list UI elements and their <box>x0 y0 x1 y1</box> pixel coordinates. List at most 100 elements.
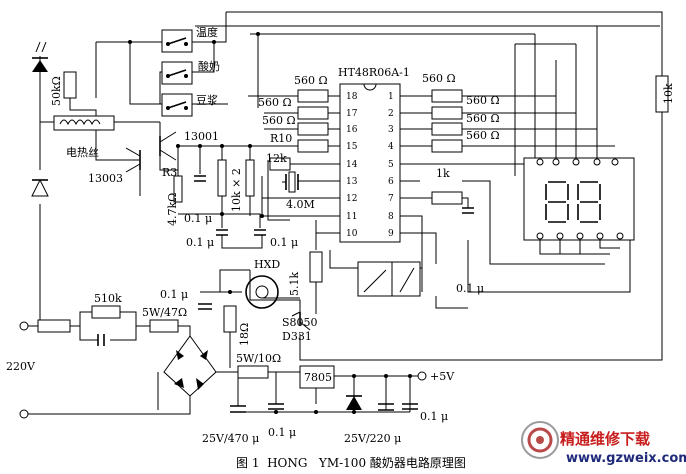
resistor-560-r4 <box>431 139 463 153</box>
label-crystal: 4.0M <box>286 198 315 211</box>
label-12k: 12k <box>266 152 287 165</box>
transistor-13001 <box>159 131 177 161</box>
capacitor-470 <box>230 405 246 413</box>
label-5-1k: 5.1k <box>288 272 301 296</box>
label-13003: 13003 <box>88 172 123 185</box>
label-s8050: S8050 <box>282 316 318 329</box>
label-c01-relay: 0.1 μ <box>456 282 484 295</box>
label-560-r1: 560 Ω <box>422 72 456 85</box>
capacitor-01-b <box>216 229 228 236</box>
resistor-560-b <box>297 122 329 136</box>
label-10k-x2: 10k × 2 <box>230 168 243 212</box>
svg-text:1: 1 <box>388 92 394 102</box>
label-c01-motor: 0.1 μ <box>160 288 188 301</box>
label-r3: R3 <box>162 166 177 179</box>
svg-text:2: 2 <box>388 109 394 119</box>
svg-text:6: 6 <box>388 177 394 187</box>
junction-dots <box>128 32 412 414</box>
svg-text:3: 3 <box>388 125 394 135</box>
svg-text:10: 10 <box>346 229 358 239</box>
relay <box>357 261 421 297</box>
mains-terminal-top <box>19 321 29 331</box>
label-220v: 220V <box>6 360 36 373</box>
svg-text:13: 13 <box>346 177 358 187</box>
resistor-510k <box>91 305 121 319</box>
label-c01-c: 0.1 μ <box>270 236 298 249</box>
resistor-560-r3 <box>431 122 463 136</box>
resistor-10k-right <box>655 75 669 113</box>
led-indicator <box>32 41 48 72</box>
svg-text:12: 12 <box>346 194 357 204</box>
resistor-5w47 <box>149 319 179 333</box>
regulator-7805 <box>299 365 335 389</box>
resistor-560-r2 <box>431 106 463 120</box>
zener-diode <box>346 396 362 410</box>
heater-element <box>53 115 115 131</box>
capacitor-01-a <box>194 175 206 182</box>
label-50k: 50kΩ <box>50 76 63 106</box>
heater-label: 电热丝 <box>66 146 99 159</box>
label-560-a: 560 Ω <box>258 96 292 109</box>
svg-text:17: 17 <box>346 109 358 119</box>
watermark-logo-icon <box>521 421 559 459</box>
label-18: 18Ω <box>238 323 251 346</box>
capacitor-220 <box>378 403 394 411</box>
capacitor-01-c <box>254 229 266 236</box>
label-c470: 25V/470 μ <box>202 432 259 445</box>
label-r10: R10 <box>270 132 292 145</box>
svg-text:14: 14 <box>346 160 358 170</box>
resistor-5-1k <box>309 251 323 283</box>
svg-text:11: 11 <box>346 212 357 222</box>
resistor-r10 <box>297 139 329 153</box>
resistor-50k <box>63 71 77 99</box>
label-c01-bot2: 0.1 μ <box>420 410 448 423</box>
capacitor-01-bot1 <box>268 403 284 410</box>
transistor-s8050 <box>291 311 311 331</box>
label-5w10: 5W/10Ω <box>236 352 281 365</box>
diode-input <box>31 178 49 197</box>
capacitor-01-bot2 <box>402 403 418 410</box>
label-10k-right: 10k <box>662 83 675 104</box>
label-c01-a: 0.1 μ <box>184 212 212 225</box>
resistor-1k <box>431 191 463 205</box>
resistor-18 <box>223 305 237 333</box>
svg-text:7: 7 <box>388 194 394 204</box>
resistor-r3 <box>173 175 183 203</box>
resistor-560-r1 <box>431 89 463 103</box>
ic-left-pins: 18 17 16 15 14 13 12 11 10 <box>346 92 358 239</box>
switch-label-yogurt: 酸奶 <box>198 59 220 73</box>
ic-part-number: HT48R06A-1 <box>338 66 410 79</box>
motor <box>245 275 279 309</box>
label-560-b: 560 Ω <box>262 114 296 127</box>
svg-text:16: 16 <box>346 125 358 135</box>
label-560-top: 560 Ω <box>294 74 328 87</box>
capacitor-01-motor <box>198 303 212 310</box>
svg-text:5: 5 <box>388 160 394 170</box>
watermark-title: 精通维修下载 <box>560 430 651 448</box>
seven-segment-display <box>523 157 635 241</box>
switch-label-soymilk: 豆浆 <box>196 93 218 107</box>
bridge-rectifier <box>163 335 217 397</box>
resistor-560-top <box>297 89 329 103</box>
resistor-10k-pair-b <box>245 159 255 197</box>
capacitor-x <box>97 334 105 346</box>
resistor-5w10 <box>237 365 269 379</box>
ic-right-pins: 1 2 3 4 5 6 7 8 9 <box>388 92 394 239</box>
fuse <box>37 319 71 333</box>
label-560-r2: 560 Ω <box>466 94 500 107</box>
crystal-oscillator <box>282 171 299 193</box>
label-c01-b: 0.1 μ <box>186 236 214 249</box>
label-560-r3: 560 Ω <box>466 112 500 125</box>
switch-label-temp: 温度 <box>196 25 218 39</box>
label-d331: D331 <box>282 330 312 343</box>
label-c220: 25V/220 μ <box>344 432 401 445</box>
resistor-560-a <box>297 106 329 120</box>
label-5w47: 5W/47Ω <box>142 306 187 319</box>
svg-text:9: 9 <box>388 229 394 239</box>
resistor-10k-pair-a <box>217 159 227 197</box>
svg-text:4: 4 <box>388 142 394 152</box>
label-plus5v: +5V <box>430 370 455 383</box>
label-motor: HXD <box>254 258 280 271</box>
microcontroller-ic <box>339 83 401 243</box>
